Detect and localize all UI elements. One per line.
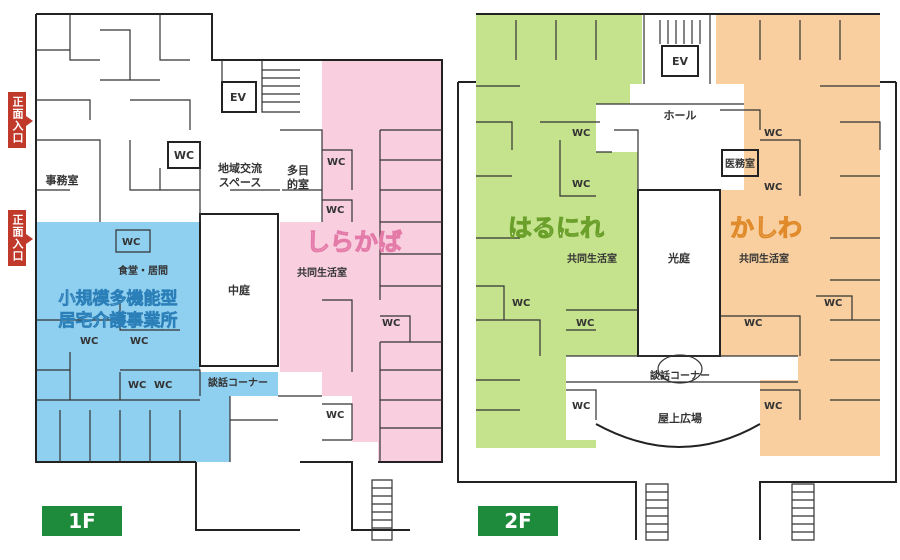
front-entrance-marker-upper: 正面入口 — [8, 92, 33, 148]
multipurpose-label-2: 的室 — [287, 177, 309, 191]
community-space-label-2: スペース — [219, 176, 262, 189]
office-label: 事務室 — [46, 173, 79, 187]
wc-label-2f-orange-a: WC — [764, 128, 782, 139]
courtyard-label-1f: 中庭 — [228, 283, 250, 297]
roof-plaza-label: 屋上広場 — [658, 411, 702, 425]
community-space-label-1: 地域交流 — [218, 161, 262, 175]
wc-label-2f-green-e: WC — [572, 401, 590, 412]
wc-label-1f-blue-c: WC — [128, 380, 146, 391]
wc-label-2f-green-d: WC — [576, 318, 594, 329]
wc-label-2f-orange-d: WC — [744, 318, 762, 329]
wc-label-2f-green-c: WC — [512, 298, 530, 309]
floor-badge-1f: 1F — [42, 506, 122, 536]
shared-living-label-1f: 共同生活室 — [297, 266, 347, 279]
shirakaba-label: しらかば — [306, 228, 402, 256]
courtyard-1f — [199, 213, 279, 367]
wc-label-2f-orange-c: WC — [824, 298, 842, 309]
light-court — [637, 189, 721, 357]
wc-label-1f-blue-b: WC — [130, 336, 148, 347]
kashiwa-zone — [716, 14, 880, 456]
wc-label-1f-blue-a: WC — [80, 336, 98, 347]
light-court-label: 光庭 — [667, 251, 690, 265]
wc-label-2f-orange-e: WC — [764, 401, 782, 412]
wc-label-1f-pink-d: WC — [326, 410, 344, 421]
wc-label-2f-orange-b: WC — [764, 182, 782, 193]
first-floor-plan — [35, 13, 443, 541]
medical-office-label: 医務室 — [725, 157, 755, 170]
wc-label-1f-blue-d: WC — [154, 380, 172, 391]
wc-label-1f-pink-b: WC — [326, 205, 344, 216]
wc-label-1f-pink-a: WC — [327, 157, 345, 168]
hall-label: ホール — [664, 109, 697, 122]
small-multifunction-zone — [36, 222, 278, 462]
harunire-label: はるにれ — [508, 214, 604, 242]
second-floor-plan — [457, 13, 897, 541]
wc-label-2f-green-a: WC — [572, 128, 590, 139]
dining-label: 食堂・居間 — [117, 264, 168, 277]
talk-corner-label-2f: 談話コーナー — [650, 369, 710, 382]
wc-label-1f-main: WC — [174, 149, 194, 162]
wc-label-2f-green-b: WC — [572, 179, 590, 190]
shirakaba-zone — [280, 60, 442, 462]
kashiwa-label: かしわ — [730, 214, 802, 242]
multipurpose-label-1: 多目 — [287, 163, 309, 177]
ev-label-2f: EV — [672, 55, 689, 68]
shared-living-label-2f-right: 共同生活室 — [739, 252, 789, 265]
harunire-zone — [476, 14, 642, 448]
shared-living-label-2f-left: 共同生活室 — [567, 252, 617, 265]
unit-name-label-1: 小規模多機能型 — [59, 288, 178, 309]
wc-label-1f-blue-top: WC — [122, 237, 140, 248]
talk-corner-label-1f: 談話コーナー — [208, 376, 268, 389]
front-entrance-marker-lower: 正面入口 — [8, 210, 33, 266]
floor-badge-2f: 2F — [478, 506, 558, 536]
wc-label-1f-pink-c: WC — [382, 318, 400, 329]
unit-name-label-2: 居宅介護事業所 — [59, 310, 178, 331]
ev-label-1f: EV — [230, 91, 247, 104]
